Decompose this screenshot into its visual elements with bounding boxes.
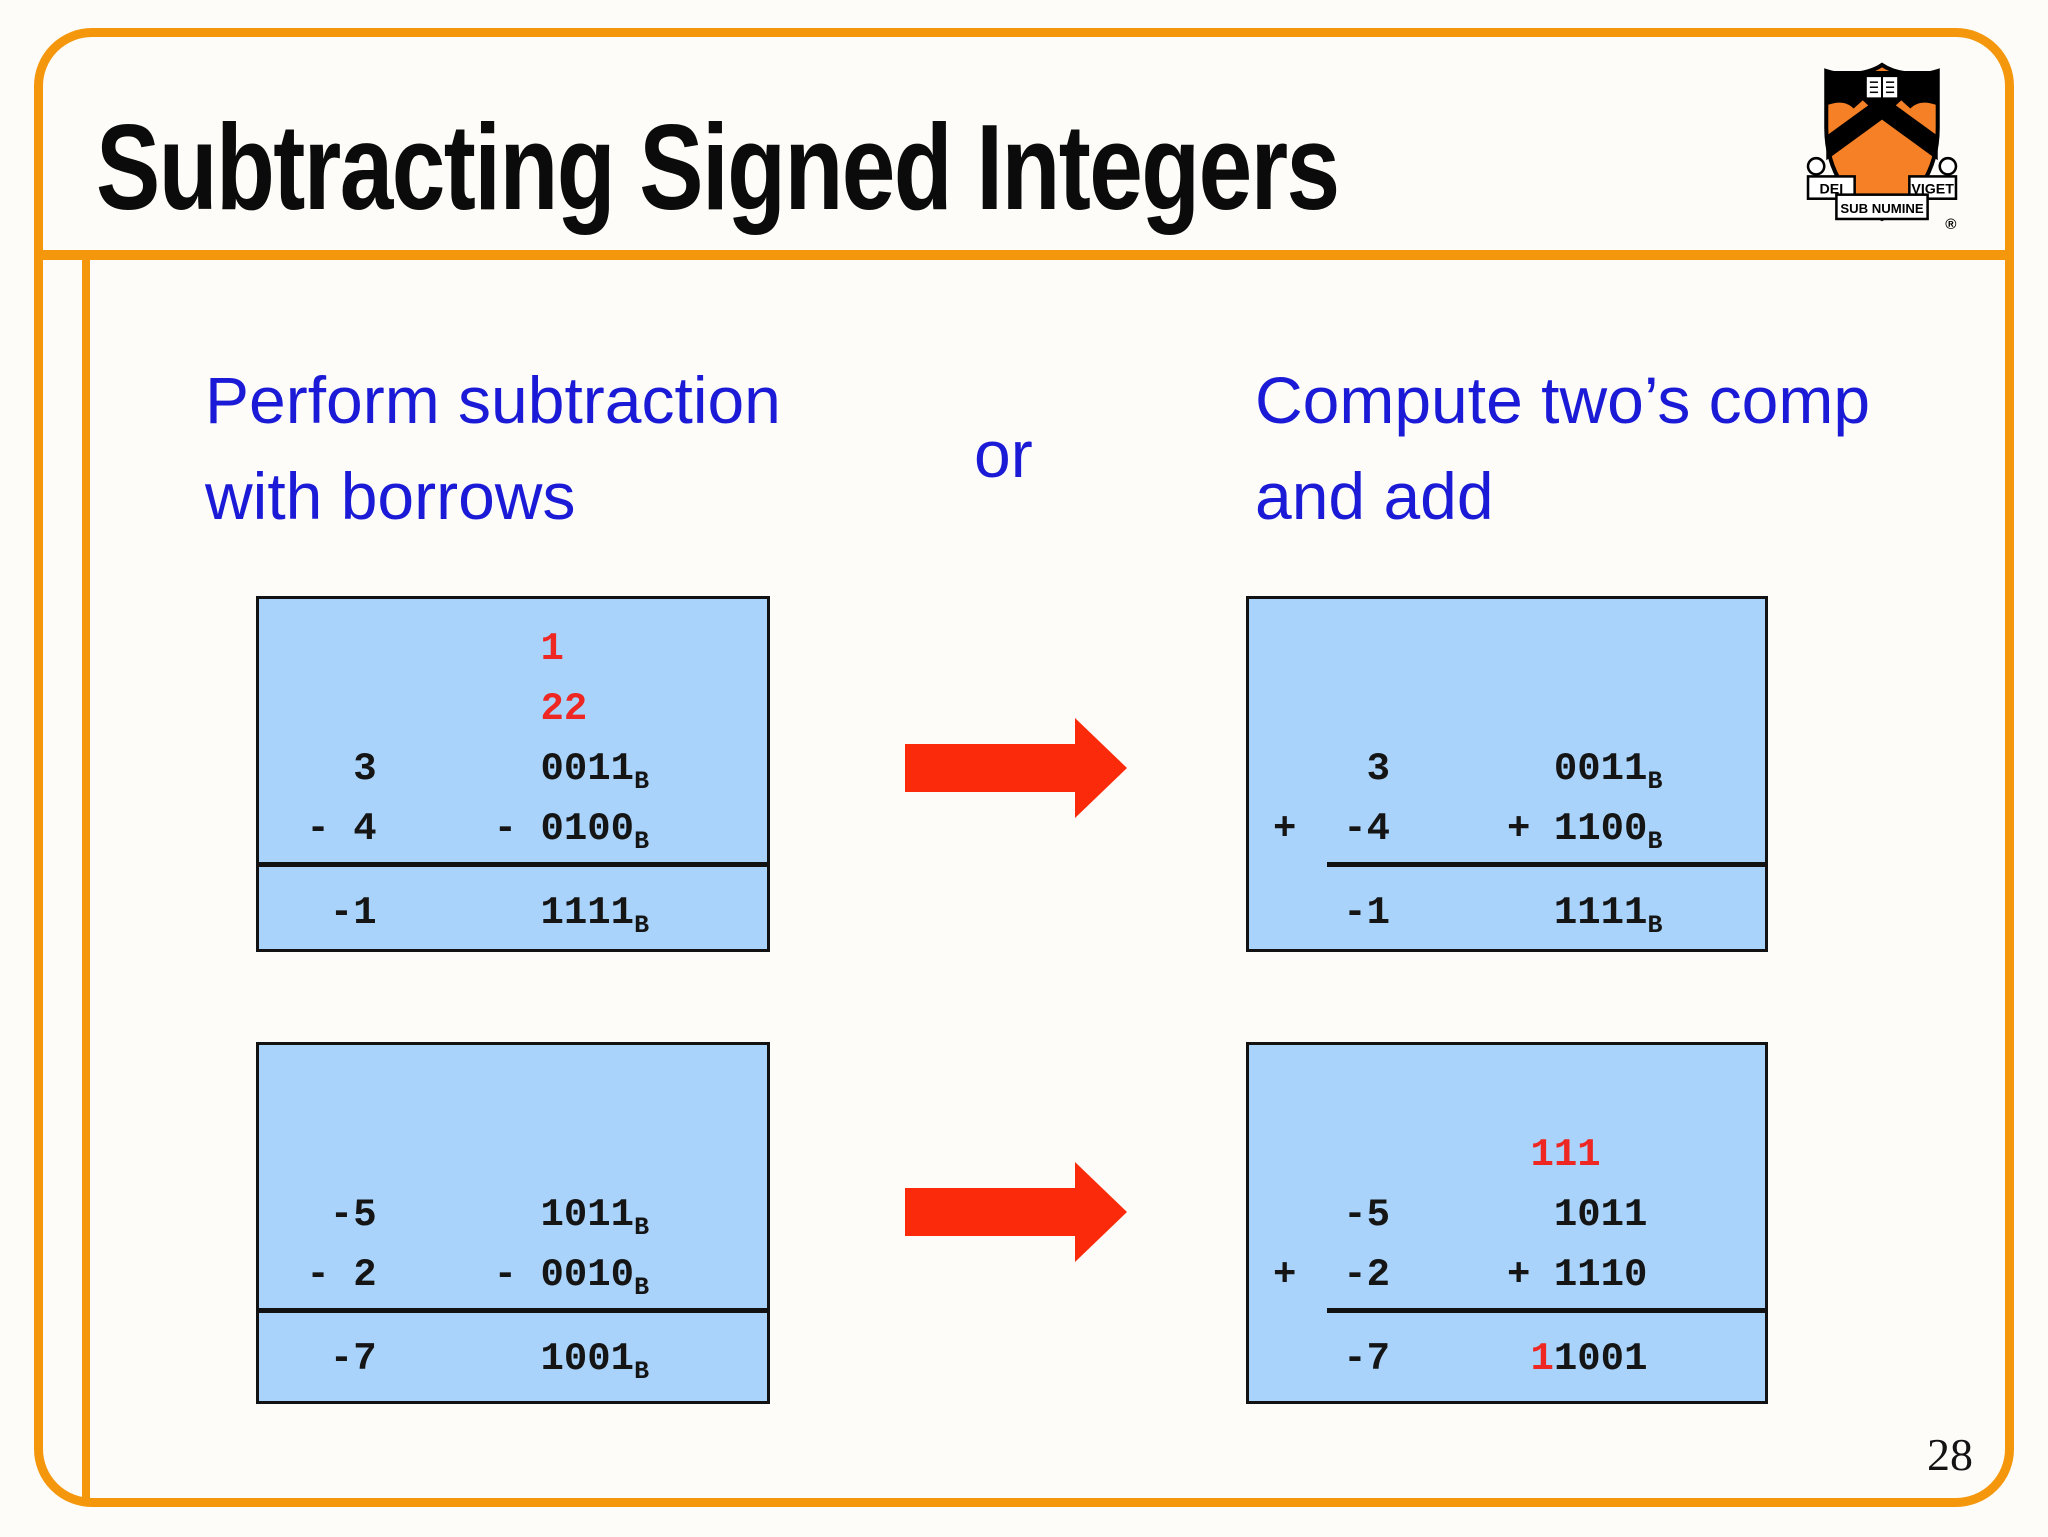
example-box-twoscomp-neg5-plus-neg2: 111 -5 1011 + -2 + 1110 -7 11001	[1246, 1042, 1768, 1404]
left-vertical-rule	[82, 252, 90, 1504]
binary-subscript: B	[634, 827, 650, 856]
right-arrow-icon	[905, 718, 1127, 818]
carry-row: 111	[1273, 1125, 1601, 1185]
example-box-borrow-neg5-minus-2: -5 1011B - 2 - 0010B -7 1001B	[256, 1042, 770, 1404]
ribbon-left	[1806, 175, 1856, 200]
carry-digits: 111	[1530, 1133, 1601, 1177]
sum-line	[256, 862, 770, 867]
right-method-heading-line1: Compute two’s comp	[1255, 363, 1871, 437]
page-number: 28	[1927, 1429, 1973, 1480]
ribbon-right	[1908, 175, 1958, 200]
result-row: -7 1001B	[283, 1337, 650, 1386]
operand-row: - 2 - 0010B	[283, 1253, 650, 1302]
motto-dei: DEI	[1820, 182, 1844, 198]
title-separator-line	[34, 250, 2014, 260]
motto-viget: VIGET	[1911, 182, 1954, 198]
left-method-heading: Perform subtraction with borrows	[205, 352, 781, 544]
slide-border	[34, 28, 2014, 1507]
left-method-heading-line1: Perform subtraction	[205, 363, 781, 437]
page-title: Subtracting Signed Integers	[96, 99, 1340, 235]
binary-subscript: B	[634, 767, 650, 796]
carry-row: 22	[283, 679, 587, 739]
operand-row: 3 0011B	[283, 747, 650, 796]
left-method-heading-line2: with borrows	[205, 459, 576, 533]
carry-row: 1	[283, 619, 564, 679]
operand-row: -5 1011B	[283, 1193, 650, 1242]
operand-row: -5 1011	[1273, 1193, 1648, 1237]
sum-line	[1327, 1308, 1768, 1313]
overflow-carry-digit: 1	[1530, 1337, 1554, 1381]
right-arrow-icon	[905, 1162, 1127, 1262]
example-box-twoscomp-3-plus-neg4: 3 0011B + -4 + 1100B -1 1111B	[1246, 596, 1768, 952]
operand-row: 3 0011B	[1273, 747, 1663, 796]
motto-sub-numine: SUB NUMINE	[1840, 201, 1924, 216]
operand-row: - 4 - 0100B	[283, 807, 650, 856]
result-row: -1 1111B	[283, 891, 650, 940]
binary-subscript: B	[634, 1273, 650, 1302]
binary-subscript: B	[634, 1213, 650, 1242]
shield-chevron	[1826, 95, 1938, 161]
carry-digits: 1	[540, 627, 564, 671]
sum-line	[1327, 862, 1768, 867]
carry-digits: 22	[540, 687, 588, 731]
result-row: -7 11001	[1273, 1337, 1648, 1381]
ribbon-center	[1835, 193, 1929, 221]
sum-line	[256, 1308, 770, 1313]
princeton-shield-icon: DEI VIGET SUB NUMINE ®	[1806, 62, 1958, 233]
operand-row: + -2 + 1110	[1273, 1253, 1648, 1297]
registered-mark: ®	[1945, 216, 1956, 233]
right-method-heading-line2: and add	[1255, 459, 1494, 533]
binary-subscript: B	[1647, 827, 1663, 856]
result-row: -1 1111B	[1273, 891, 1663, 940]
binary-subscript: B	[634, 911, 650, 940]
binary-subscript: B	[634, 1357, 650, 1386]
or-label: or	[974, 417, 1033, 491]
right-method-heading: Compute two’s comp and add	[1255, 352, 1870, 544]
operand-row: + -4 + 1100B	[1273, 807, 1663, 856]
example-box-borrow-3-minus-4: 1 22 3 0011B - 4 - 0100B -1 1111B	[256, 596, 770, 952]
binary-subscript: B	[1647, 911, 1663, 940]
binary-subscript: B	[1647, 767, 1663, 796]
